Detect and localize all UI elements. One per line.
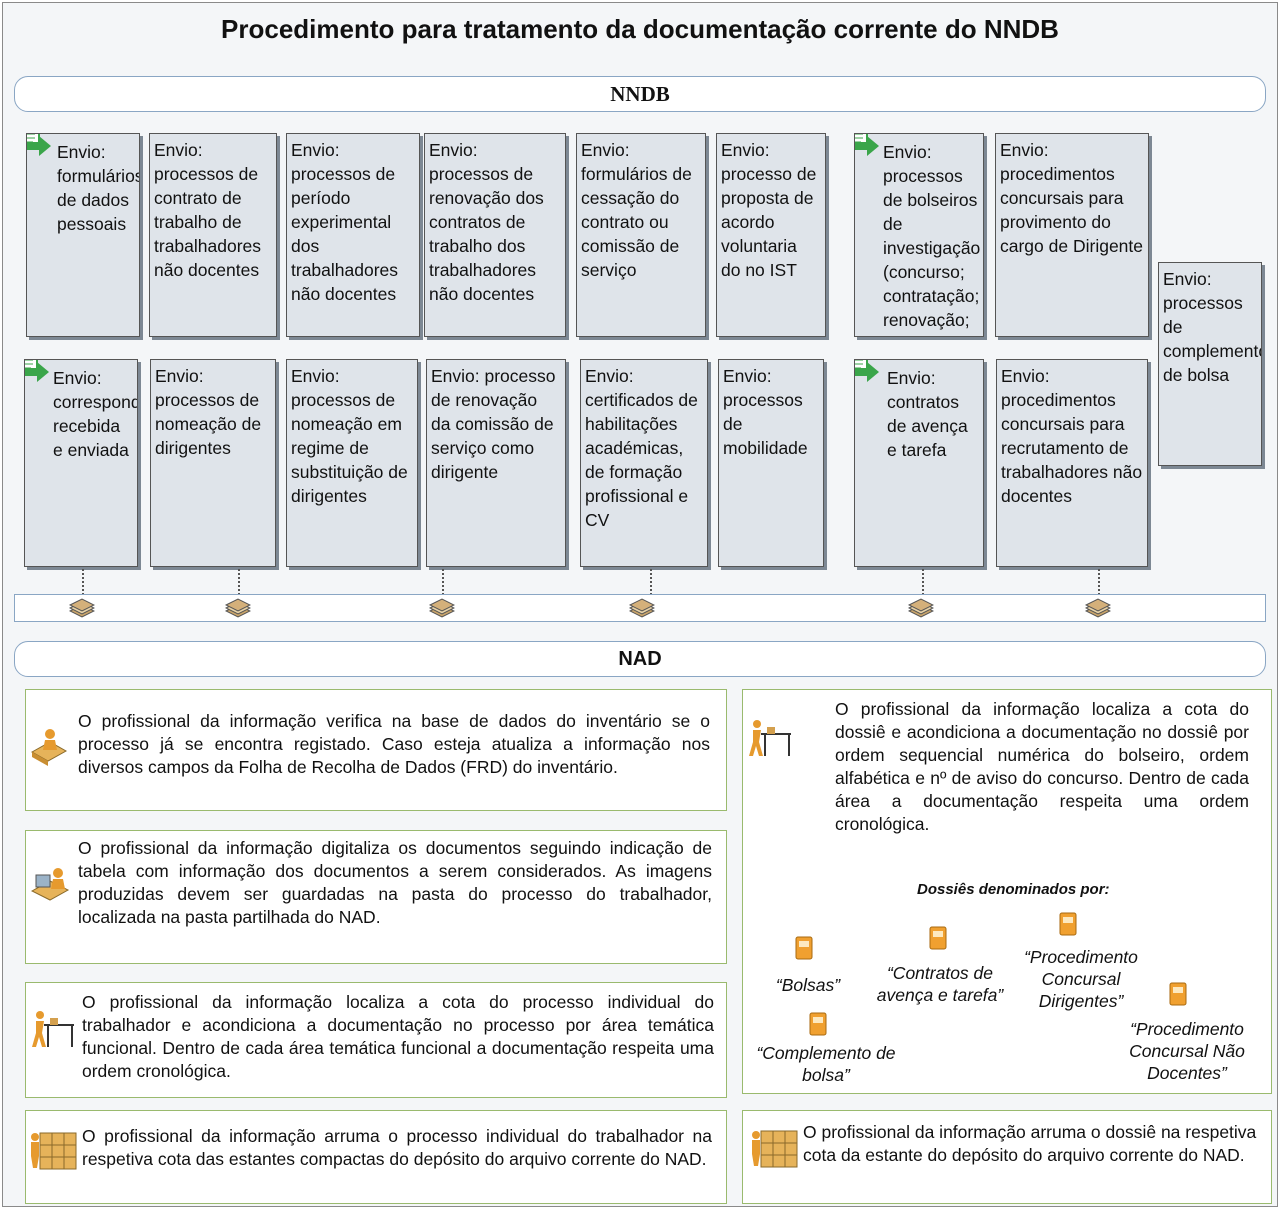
connector-line	[650, 569, 652, 595]
box-text: Envio: correspondência recebida e enviad…	[53, 368, 137, 460]
box-text: Envio: certificados de habilitações acad…	[585, 366, 698, 530]
box-text: Envio: processo de renovação da comissão…	[431, 366, 556, 482]
send-box: Envio: processo de renovação da comissão…	[426, 359, 566, 567]
binder-icon	[929, 926, 947, 950]
box-text: Envio: processos de contrato de trabalho…	[154, 140, 262, 280]
connector-line	[922, 569, 924, 595]
send-box: Envio: processos de mobilidade	[718, 359, 824, 567]
document-stack-icon	[69, 598, 95, 618]
box-text: Envio: processo de proposta de acordo vo…	[721, 140, 817, 280]
step-text: O profissional da informação digitaliza …	[78, 838, 712, 927]
binder-icon	[809, 1012, 827, 1036]
dossier-label: “Complemento de bolsa”	[756, 1043, 896, 1085]
connector-line	[442, 569, 444, 595]
step-text: O profissional da informação localiza a …	[82, 992, 714, 1081]
document-stack-icon	[429, 598, 455, 618]
dossier-label: “Contratos de avença e tarefa”	[876, 963, 1004, 1005]
send-box: Envio: certificados de habilitações acad…	[580, 359, 708, 567]
binder-icon	[1059, 912, 1077, 936]
send-document-icon	[855, 360, 879, 382]
send-box: Envio: processos de nomeação de dirigent…	[150, 359, 276, 567]
step-panel: O profissional da informação arruma o do…	[742, 1110, 1272, 1204]
dossier-panel: O profissional da informação localiza a …	[742, 689, 1272, 1094]
send-box: Envio: processos de renovação dos contra…	[424, 133, 566, 337]
box-text: Envio: formulários de cessação do contra…	[581, 140, 692, 280]
dossier-label: “Procedimento Concursal Dirigentes”	[1024, 947, 1138, 1011]
send-box: Envio: correspondência recebida e enviad…	[24, 359, 138, 567]
worker-desk-icon	[30, 729, 68, 766]
connector-line	[238, 569, 240, 595]
send-document-icon	[855, 134, 879, 156]
worker-table-icon	[749, 720, 791, 756]
worker-table-icon	[32, 1011, 74, 1047]
send-document-icon	[27, 134, 51, 156]
box-text: Envio: processos de bolseiros de investi…	[883, 142, 981, 336]
step-text: O profissional da informação localiza a …	[835, 699, 1249, 834]
document-stack-icon	[225, 598, 251, 618]
box-text: Envio: contratos de avença e tarefa	[887, 368, 968, 460]
box-text: Envio: processos de renovação dos contra…	[429, 140, 544, 304]
step-panel: O profissional da informação verifica na…	[25, 689, 727, 811]
step-panel: O profissional da informação digitaliza …	[25, 830, 727, 964]
dossier-label: “Procedimento Concursal Não Docentes”	[1129, 1019, 1245, 1083]
step-panel: O profissional da informação localiza a …	[25, 982, 727, 1098]
box-text: Envio: formulários de dados pessoais	[57, 142, 140, 234]
box-text: Envio: processos de período experimental…	[291, 140, 399, 304]
binder-icon	[1169, 982, 1187, 1006]
binder-icon	[795, 936, 813, 960]
worker-computer-icon	[30, 868, 70, 901]
send-box: Envio: procedimentos concursais para rec…	[996, 359, 1148, 567]
box-text: Envio: processos de nomeação em regime d…	[291, 366, 408, 506]
send-box: Envio: processo de proposta de acordo vo…	[716, 133, 826, 337]
send-box: Envio: processos de nomeação em regime d…	[286, 359, 418, 567]
worker-shelves-icon	[752, 1130, 798, 1168]
worker-shelves-icon	[31, 1132, 77, 1170]
step-text: O profissional da informação verifica na…	[78, 711, 710, 777]
page-title: Procedimento para tratamento da document…	[221, 14, 1059, 44]
step-panel: O profissional da informação arruma o pr…	[25, 1110, 727, 1204]
document-stack-icon	[1085, 598, 1111, 618]
connector-line	[82, 569, 84, 595]
document-stack-icon	[908, 598, 934, 618]
collection-strip	[14, 594, 1266, 622]
step-text: O profissional da informação arruma o do…	[803, 1122, 1257, 1165]
send-box: Envio: processos de complemento de bolsa	[1158, 262, 1262, 466]
send-box: Envio: formulários de cessação do contra…	[576, 133, 706, 337]
lane-nad: NAD	[14, 641, 1266, 677]
send-box: Envio: formulários de dados pessoais	[26, 133, 140, 337]
box-text: Envio: processos de complemento de bolsa	[1163, 269, 1262, 385]
box-text: Envio: processos de nomeação de dirigent…	[155, 366, 262, 458]
document-stack-icon	[629, 598, 655, 618]
lane-nndb: NNDB	[14, 76, 1266, 112]
connector-line	[1098, 569, 1100, 595]
send-box: Envio: contratos de avença e tarefa	[854, 359, 984, 567]
send-box: Envio: processos de período experimental…	[286, 133, 420, 337]
dossier-label: “Bolsas”	[775, 975, 841, 995]
send-box: Envio: processos de contrato de trabalho…	[149, 133, 277, 337]
box-text: Envio: procedimentos concursais para rec…	[1001, 366, 1143, 506]
box-text: Envio: procedimentos concursais para pro…	[1000, 140, 1143, 256]
step-text: O profissional da informação arruma o pr…	[82, 1126, 712, 1169]
send-box: Envio: procedimentos concursais para pro…	[995, 133, 1149, 337]
send-document-icon	[25, 360, 49, 382]
dossiers-heading: Dossiês denominados por:	[917, 881, 1110, 898]
send-box: Envio: processos de bolseiros de investi…	[854, 133, 984, 337]
box-text: Envio: processos de mobilidade	[723, 366, 808, 458]
